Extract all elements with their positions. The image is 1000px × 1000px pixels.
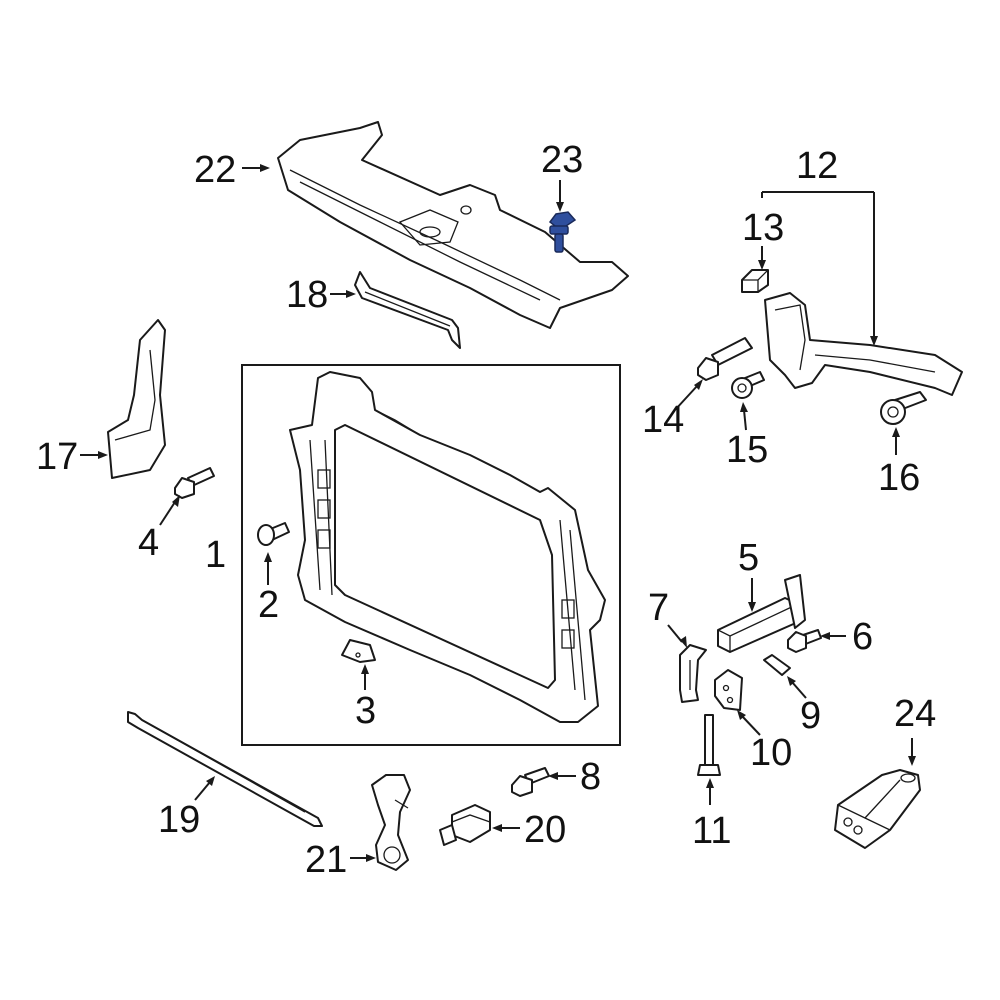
part-16-bolt [880, 391, 927, 425]
callout-21: 21 [305, 839, 347, 881]
callout-14: 14 [642, 399, 684, 441]
part-8-bolt [511, 767, 550, 797]
callout-5: 5 [738, 537, 759, 579]
callout-12: 12 [796, 145, 838, 187]
callout-13: 13 [742, 207, 784, 249]
part-22-upper-tie-bar [277, 121, 629, 329]
callout-4: 4 [138, 522, 159, 564]
part-14-bolt [697, 337, 753, 381]
callout-8: 8 [580, 756, 601, 798]
part-1-group-box [241, 364, 621, 746]
part-6-bolt [787, 629, 822, 653]
callout-1: 1 [205, 534, 226, 576]
part-19-lower-seal [127, 711, 323, 827]
callout-20: 20 [524, 809, 566, 851]
part-13-pad [741, 269, 769, 293]
callout-10: 10 [750, 732, 792, 774]
callout-2: 2 [258, 584, 279, 626]
part-2-bolt [257, 522, 290, 546]
callout-17: 17 [36, 436, 78, 478]
callout-22: 22 [194, 149, 236, 191]
callout-15: 15 [726, 429, 768, 471]
callout-9: 9 [800, 695, 821, 737]
callout-19: 19 [158, 799, 200, 841]
part-3-clip [341, 639, 376, 663]
part-4-bolt [174, 467, 215, 499]
callout-16: 16 [878, 457, 920, 499]
part-23-clip [548, 211, 577, 253]
callout-24: 24 [894, 693, 936, 735]
part-5-absorber [717, 574, 806, 653]
part-17-air-guide [107, 319, 166, 479]
part-18-seal-strip [354, 271, 461, 349]
callout-11: 11 [692, 810, 731, 852]
leader-lines [80, 164, 916, 862]
callout-7: 7 [648, 587, 669, 629]
callout-6: 6 [852, 616, 873, 658]
part-21-hook [371, 774, 411, 871]
callout-3: 3 [355, 690, 376, 732]
part-24-bracket [834, 769, 921, 849]
part-20-sensor [439, 804, 491, 846]
part-12-support-bracket [764, 292, 963, 396]
callout-18: 18 [286, 274, 328, 316]
part-15-bolt [731, 371, 765, 399]
part-7-bracket [679, 644, 707, 703]
callout-23: 23 [541, 139, 583, 181]
part-1-radiator-support [289, 371, 606, 723]
part-10-bracket [714, 669, 743, 711]
part-11-bolt [697, 714, 721, 776]
part-9-plate [763, 654, 791, 676]
callout-labels: 1 2 3 4 5 6 7 8 9 10 11 12 13 14 15 16 1… [36, 139, 936, 881]
